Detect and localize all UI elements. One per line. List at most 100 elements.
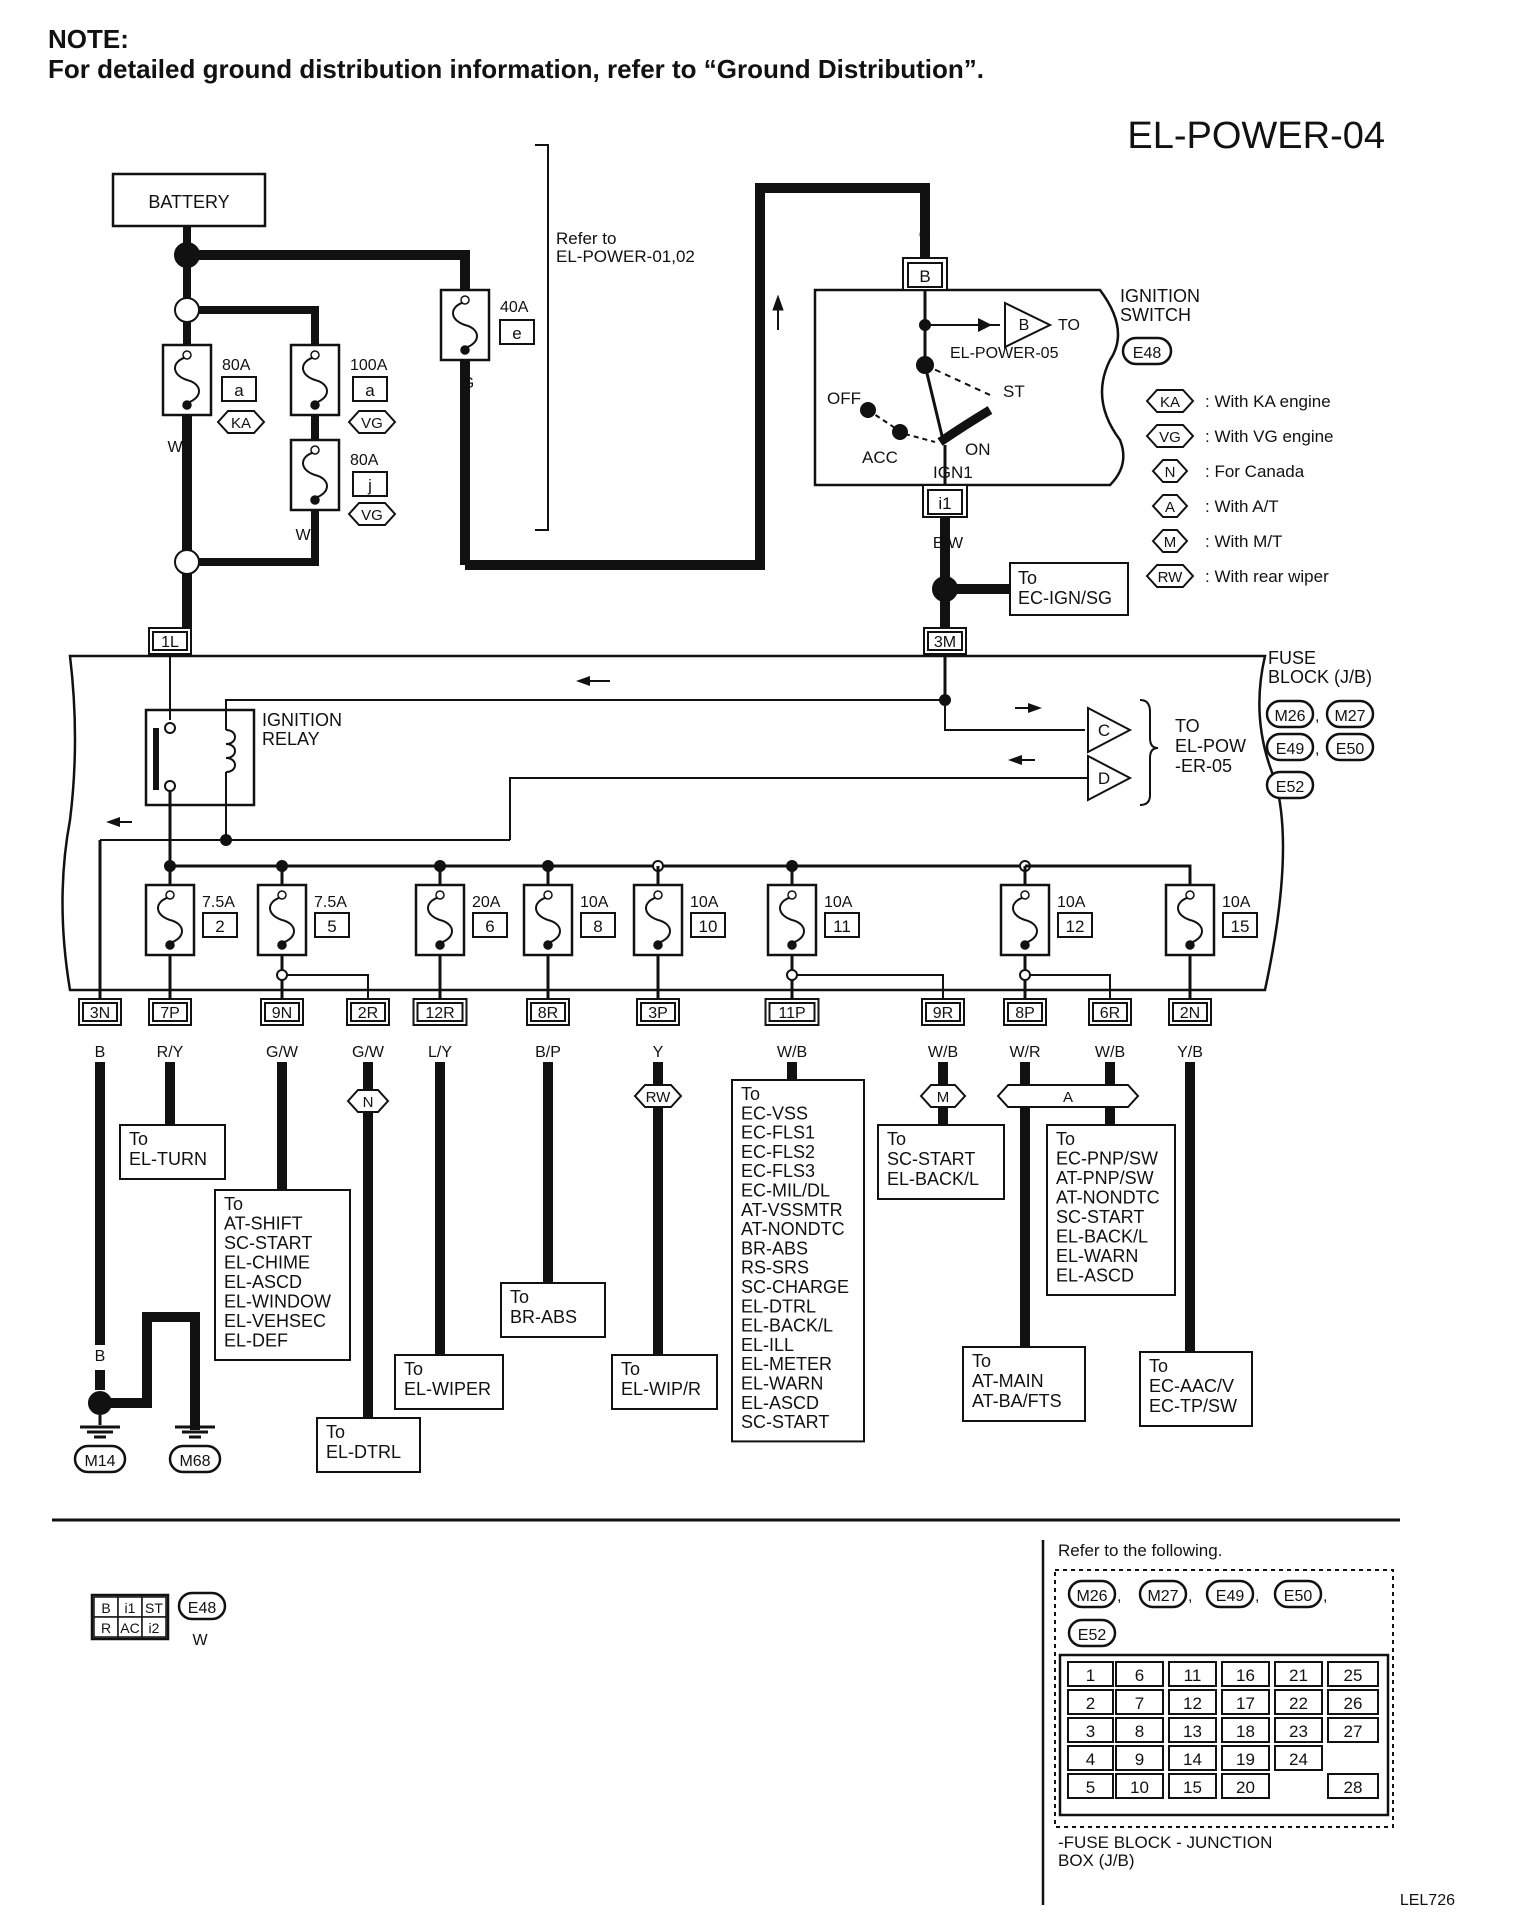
- relay-coil: [225, 729, 236, 773]
- switch-arrow-right: [978, 318, 992, 332]
- fuse-num-8: [580, 912, 616, 938]
- legend-tag-n: [1151, 459, 1189, 483]
- fusible-link-80a-j-element: [302, 451, 328, 499]
- node-coil-bus: [220, 834, 232, 846]
- refer-grid-cell-label: 8: [1135, 1722, 1144, 1741]
- e48-cell-top-label: i1: [125, 1600, 136, 1616]
- terminal-8p-label: 8P: [1015, 1005, 1035, 1022]
- refer-grid-cell: [1327, 1689, 1379, 1715]
- fl4-code-label: e: [512, 324, 521, 343]
- switch-arm: [923, 364, 945, 441]
- legend-tag-m-label: M: [1164, 534, 1177, 551]
- refer-conn-m27-label: M27: [1147, 1588, 1178, 1605]
- to-ec-ign-box: [1009, 562, 1129, 616]
- refer-grid-cell-label: 26: [1344, 1694, 1363, 1713]
- switch-out-b-label: B: [1019, 317, 1030, 334]
- wire-color-bw: B/W: [933, 535, 964, 552]
- note-block: NOTE: For detailed ground distribution i…: [48, 24, 984, 84]
- to-ec-vss-line: EL-METER: [741, 1354, 832, 1374]
- to-sc-start-line: SC-START: [887, 1149, 975, 1169]
- refer-grid-cell-label: 17: [1236, 1694, 1255, 1713]
- refer-caption-line: -FUSE BLOCK - JUNCTION: [1058, 1833, 1272, 1852]
- terminal-11p: [768, 1002, 816, 1022]
- fuse-10-pin-bottom: [653, 940, 663, 950]
- wire-color-w1: W: [167, 439, 183, 456]
- term-3m: [927, 631, 963, 651]
- refer-grid-cell: [1115, 1689, 1164, 1715]
- to-at-main: [962, 1346, 1086, 1422]
- terminal-3p-label: 3P: [648, 1005, 668, 1022]
- to-el-wipr-line: To: [621, 1359, 640, 1379]
- fusible-link-100a-pin-top: [310, 350, 320, 360]
- to-ec-vss-line: EL-BACK/L: [741, 1316, 833, 1336]
- ground-conn-m14: [73, 1444, 127, 1474]
- refer-grid-cell: [1327, 1773, 1379, 1799]
- to-at-shift-line: EL-DEF: [224, 1331, 288, 1351]
- to-ec-vss-line: RS-SRS: [741, 1258, 809, 1278]
- refer-grid-cell: [1067, 1745, 1114, 1771]
- fl1-option-ka: [216, 410, 266, 434]
- terminal-12r-label: 12R: [425, 1005, 454, 1022]
- wire-color-11p: W/B: [777, 1044, 807, 1061]
- option-m: [919, 1084, 967, 1108]
- refer-grid-cell: [1115, 1661, 1164, 1687]
- switch-connector-e48-label: E48: [1133, 345, 1162, 362]
- terminal-2r: [350, 1002, 386, 1022]
- fusible-link-40a-element: [452, 301, 478, 349]
- to-at-shift-line: EL-WINDOW: [224, 1292, 331, 1312]
- junction-top: [174, 297, 200, 323]
- e48-cell-bottom-label: i2: [149, 1620, 160, 1636]
- fuse-amp-15: 10A: [1222, 894, 1251, 911]
- ignition-relay-label-line: RELAY: [262, 729, 320, 749]
- fuse-block-outline: [61, 654, 1285, 992]
- refer-grid-cell: [1067, 1717, 1114, 1743]
- to-ec-vss-line: EL-DTRL: [741, 1296, 816, 1316]
- refer-grid-cell: [1168, 1745, 1217, 1771]
- fuse-8-element: [535, 896, 561, 944]
- to-br-abs: [500, 1282, 606, 1338]
- to-ec-vss-line: AT-NONDTC: [741, 1219, 845, 1239]
- wire-ground-2: [111, 1312, 200, 1430]
- to-at-shift-line: To: [224, 1194, 243, 1214]
- fuse-15-element: [1177, 896, 1203, 944]
- to-el-pow-line: TO: [1175, 716, 1200, 736]
- to-ec-vss-line: To: [741, 1084, 760, 1104]
- fuse-num-5-label: 5: [327, 917, 336, 936]
- ground-node: [88, 1391, 112, 1415]
- legend-text-a: : With A/T: [1205, 497, 1279, 516]
- out-c-triangle: [1087, 706, 1133, 754]
- to-br-abs-line: To: [510, 1287, 529, 1307]
- switch-pos-off: OFF: [827, 389, 861, 408]
- switch-dashed-st: [924, 364, 991, 396]
- fusible-link-80a-j-pin-bottom: [310, 495, 320, 505]
- terminal-12r: [416, 1002, 464, 1022]
- wire-battery-to-40a: [199, 250, 470, 295]
- to-el-turn-line: EL-TURN: [129, 1149, 207, 1169]
- refer-grid-cell-label: 22: [1289, 1694, 1308, 1713]
- to-at-shift-line: SC-START: [224, 1233, 312, 1253]
- fl1-code: [221, 376, 257, 402]
- refer-grid-cell-label: 10: [1130, 1778, 1149, 1797]
- wire-color-2n: Y/B: [1177, 1044, 1203, 1061]
- to-br-abs-line: BR-ABS: [510, 1307, 577, 1327]
- to-ec-pnp-line: EL-WARN: [1056, 1246, 1138, 1266]
- legend-text-vg: : With VG engine: [1205, 427, 1334, 446]
- terminal-2r-label: 2R: [358, 1005, 378, 1022]
- to-ec-aac-line: To: [1149, 1356, 1168, 1376]
- fuse-num-6-label: 6: [485, 917, 494, 936]
- to-sc-start-line: EL-BACK/L: [887, 1169, 979, 1189]
- comma: ,: [1323, 1588, 1327, 1605]
- legend-text-m: : With M/T: [1205, 532, 1282, 551]
- refer-caption-line: BOX (J/B): [1058, 1851, 1135, 1870]
- wire-color-w2: W: [295, 527, 311, 544]
- to-at-shift-line: EL-ASCD: [224, 1272, 302, 1292]
- e48-connector-code-label: E48: [188, 1600, 217, 1617]
- terminal-9r-label: 9R: [933, 1005, 953, 1022]
- fl3-code-label: j: [367, 476, 372, 495]
- switch-term-i1-label: i1: [938, 494, 951, 513]
- fuse-5-pin-bottom: [277, 940, 287, 950]
- terminal-6r: [1092, 1002, 1128, 1022]
- legend-text-ka: : With KA engine: [1205, 392, 1331, 411]
- to-ec-vss-line: EC-VSS: [741, 1103, 808, 1123]
- switch-pos-acc-dot: [892, 424, 908, 440]
